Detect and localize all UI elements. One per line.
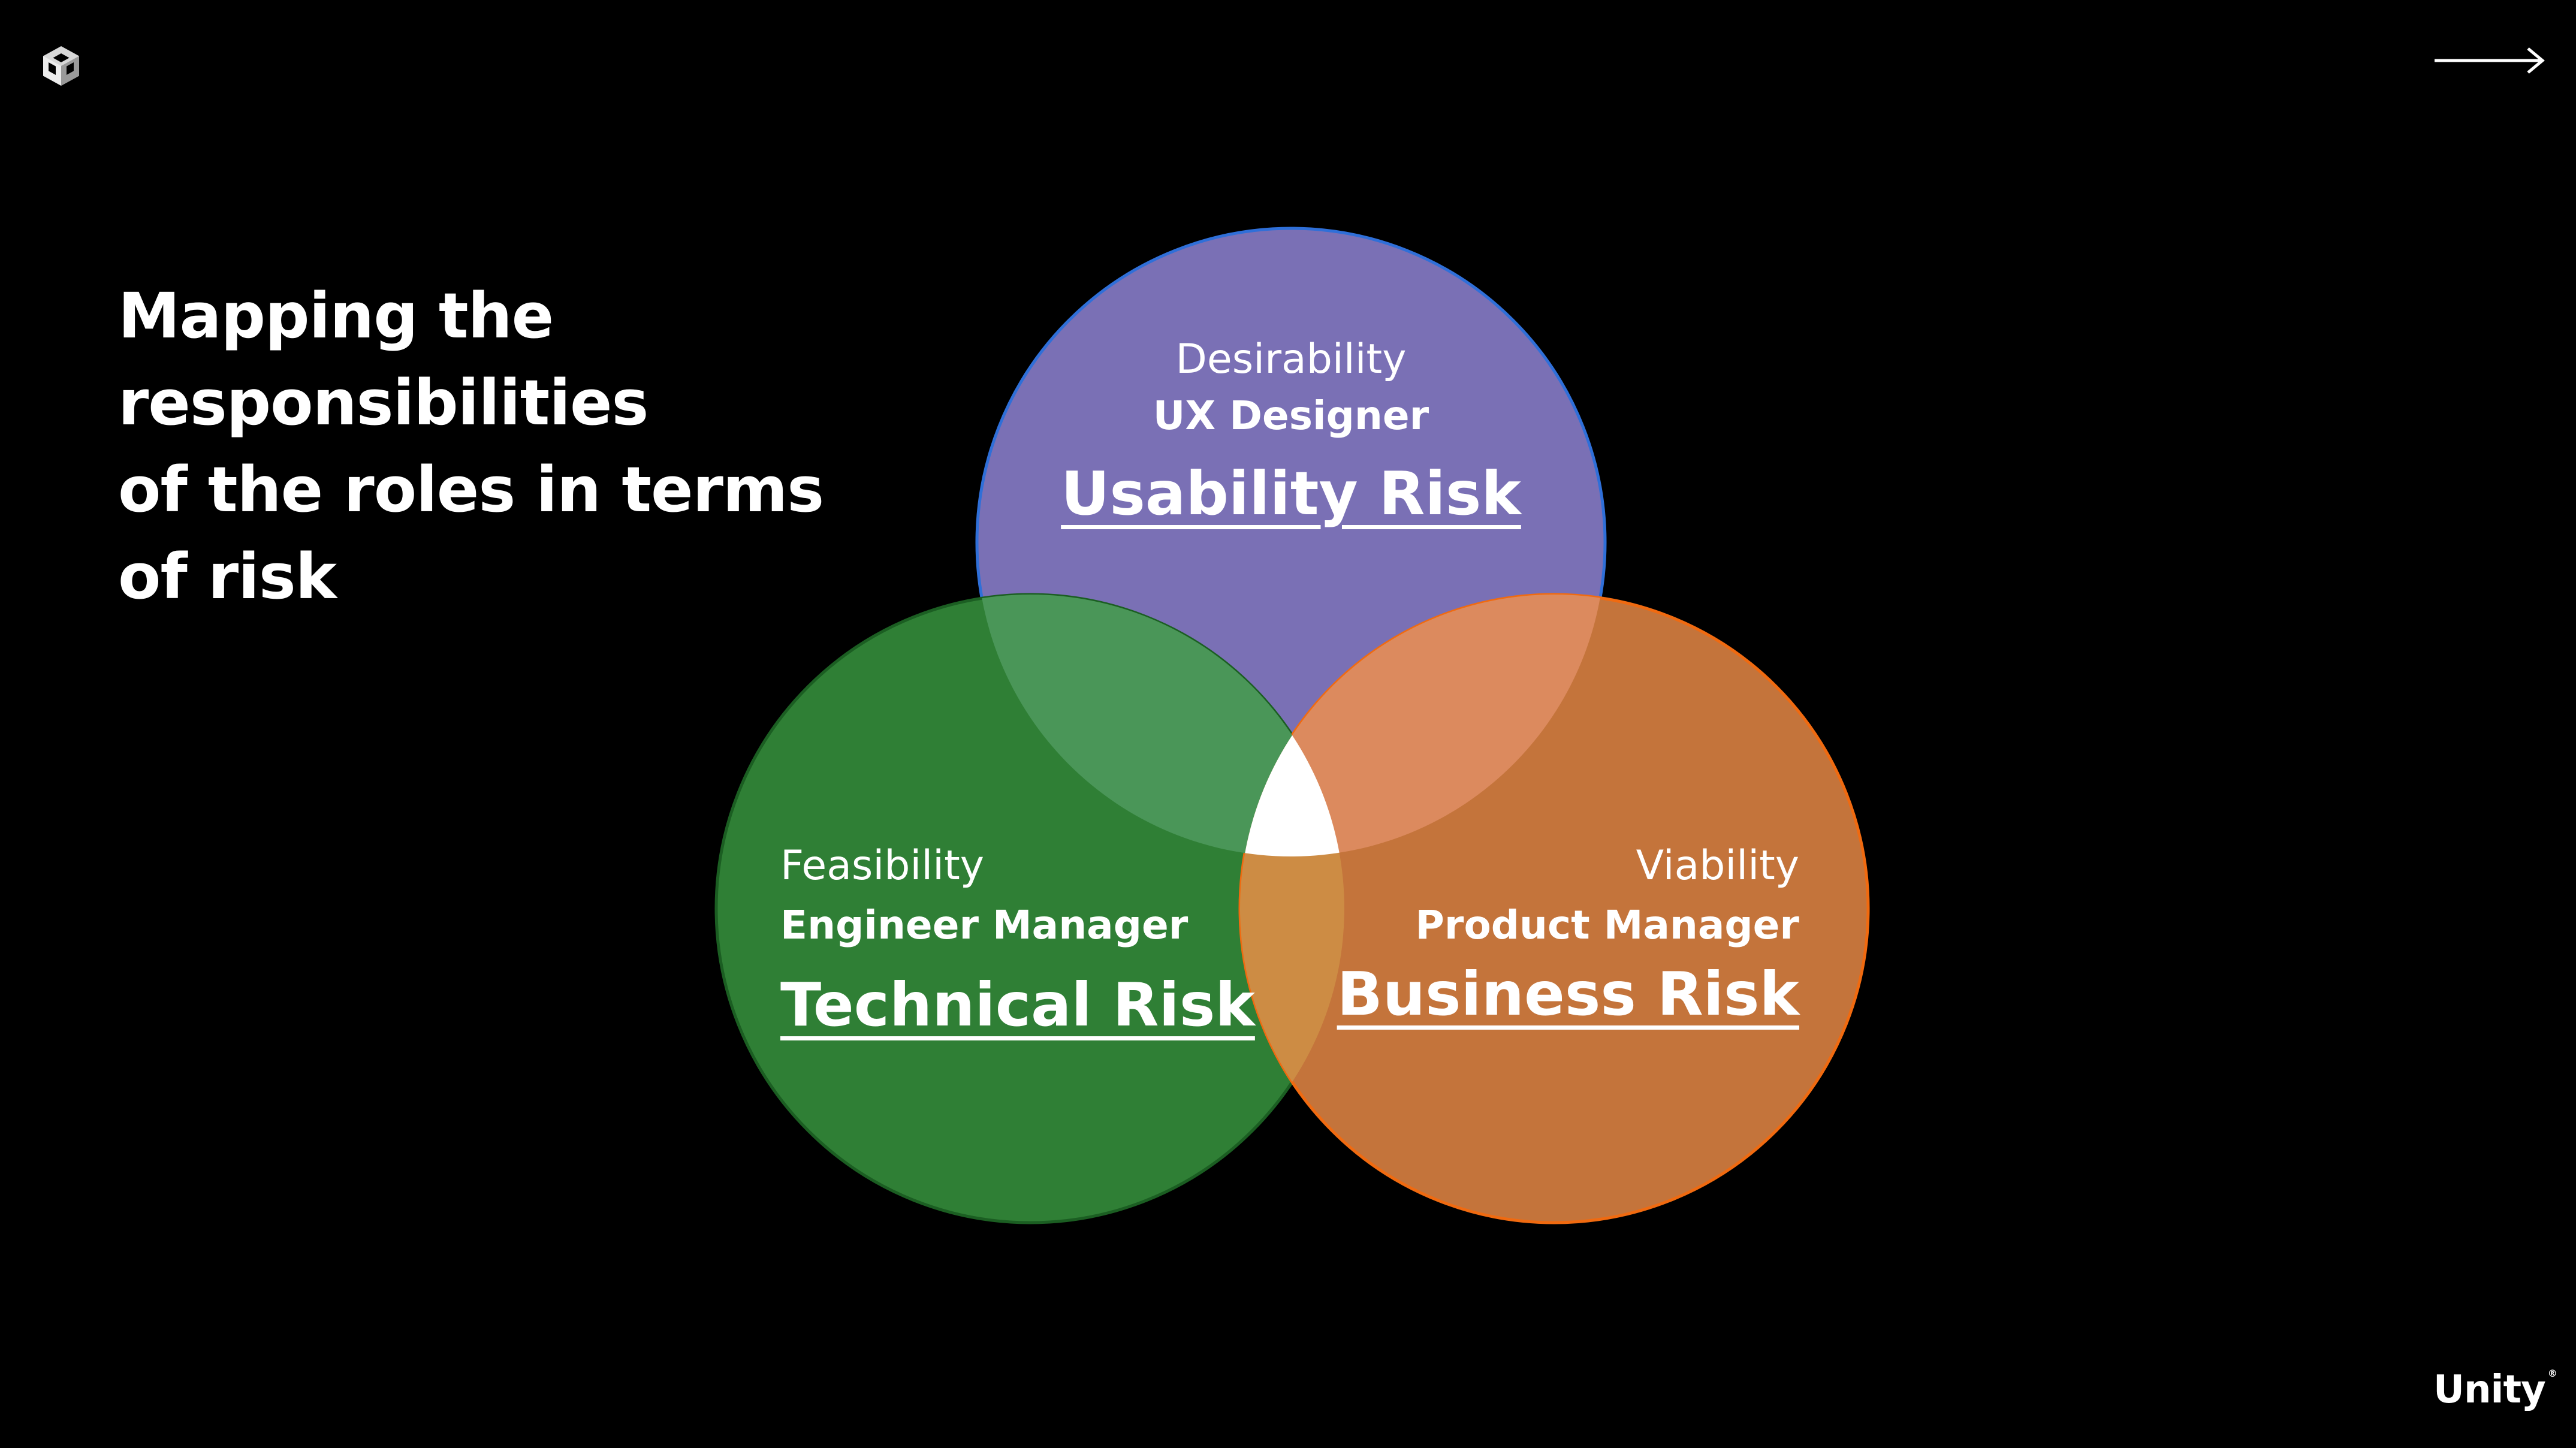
arrow-right-icon[interactable] [2435,47,2545,74]
ux-designer-label: UX Designer [1153,393,1429,439]
viability-label: Viability [1636,842,1799,889]
usability-risk-label: Usability Risk [1061,458,1521,529]
overlap-desirability-feasibility [977,595,1344,856]
business-risk-label: Business Risk [1337,959,1799,1029]
technical-risk-label: Technical Risk [780,970,1255,1040]
brand-text: Unity [2433,1368,2546,1412]
engineer-manager-label: Engineer Manager [780,902,1189,948]
registered-mark: ® [2547,1368,2557,1379]
slide-title: Mapping the responsibilities of the role… [118,273,824,620]
overlap-desirability-viability [1240,595,1605,856]
feasibility-label: Feasibility [780,842,984,889]
title-line: of the roles in terms [118,453,824,526]
title-line: responsibilities [118,366,648,439]
title-line: Mapping the [118,279,554,352]
product-manager-label: Product Manager [1415,902,1799,948]
title-line: of risk [118,540,337,613]
unity-cube-icon [43,46,79,86]
desirability-label: Desirability [1175,336,1407,383]
unity-wordmark: Unity® [2433,1368,2557,1412]
